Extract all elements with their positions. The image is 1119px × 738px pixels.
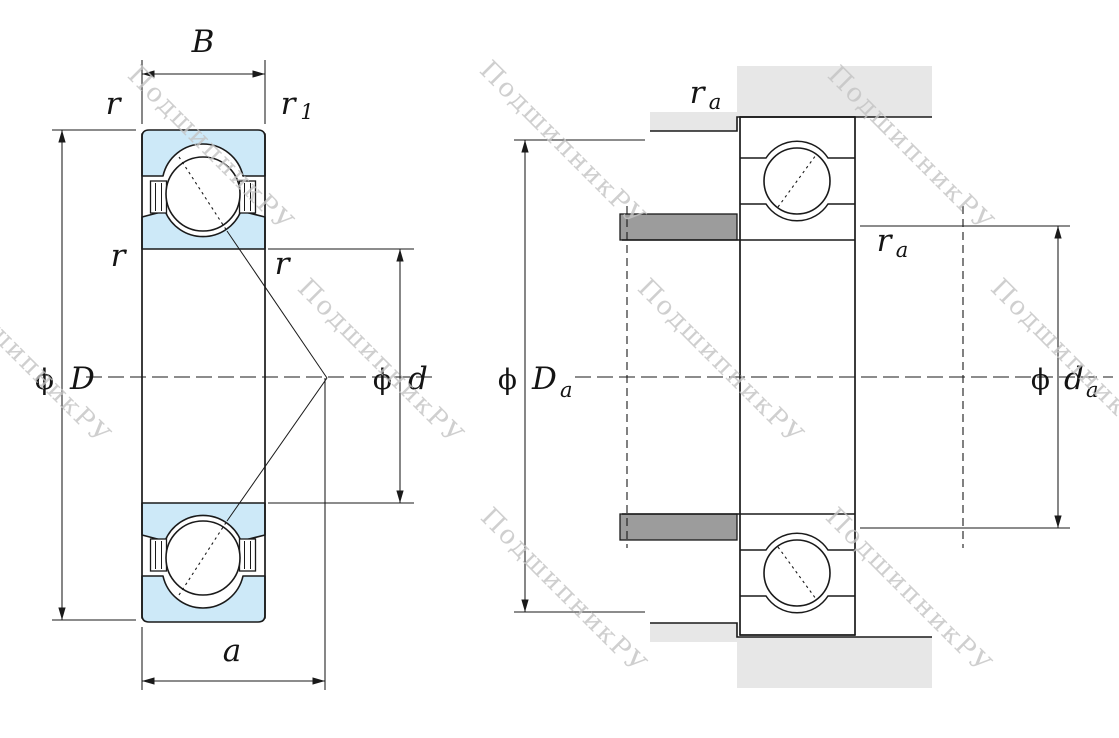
outer-ring-top-section xyxy=(141,129,266,177)
contact-axis-dotted-bottom xyxy=(777,546,817,600)
label-r-top-left: r xyxy=(106,86,123,122)
contact-line-bottom xyxy=(226,377,328,522)
housing-bottom-bore-line xyxy=(650,622,932,638)
label-r-mid-right: r xyxy=(275,246,292,282)
contact-axis-dotted-top xyxy=(777,154,817,208)
label-ra-mid-base: r xyxy=(877,223,894,259)
label-ra-top-base: r xyxy=(690,75,707,111)
dimension-housing-abutment: ϕ D a xyxy=(498,139,645,613)
label-r1-sub: 1 xyxy=(300,100,313,124)
housing-top xyxy=(650,66,932,131)
label-r-mid-left: r xyxy=(111,238,128,274)
watermark-text: ПодшипникРУ xyxy=(291,273,469,451)
watermark-text: ПодшипникРУ xyxy=(0,273,117,451)
watermark-text: ПодшипникРУ xyxy=(631,273,809,451)
dimension-shaft-abutment: ϕ d a xyxy=(860,225,1099,529)
housing-bottom xyxy=(650,623,932,688)
label-d: d xyxy=(408,361,428,397)
label-r1-base: r xyxy=(281,86,298,122)
dimension-B: B xyxy=(141,24,266,124)
label-D: D xyxy=(69,361,95,397)
dimension-bore-diameter: ϕ d xyxy=(268,248,428,504)
right-view-mounting-section: r a r a ϕ D a ϕ d a xyxy=(498,66,1113,688)
dimension-outer-diameter: ϕ D xyxy=(35,129,136,621)
cage-top-left xyxy=(149,180,168,214)
label-phi: ϕ xyxy=(373,363,392,396)
inner-race-top xyxy=(740,203,855,222)
contact-line-top xyxy=(226,230,328,379)
label-Da-base: D xyxy=(531,361,557,397)
outer-race-bottom xyxy=(740,595,855,614)
contact-axis-dotted-bottom xyxy=(178,520,228,596)
inner-race-bottom xyxy=(740,532,855,551)
shaft-shoulder-bottom xyxy=(619,513,738,541)
label-B: B xyxy=(191,24,215,60)
label-phi: ϕ xyxy=(1031,363,1050,396)
outer-ring-bottom-section xyxy=(141,575,266,623)
contact-axis-dotted-top xyxy=(178,156,228,232)
label-ra-mid-sub: a xyxy=(896,238,909,262)
cage-bottom-right xyxy=(238,538,257,572)
label-ra-top-sub: a xyxy=(709,90,722,114)
left-view-bearing-section: B r r 1 r r ϕ D ϕ d a xyxy=(35,24,433,690)
label-phi: ϕ xyxy=(35,363,54,396)
label-da-base: d xyxy=(1064,361,1084,397)
label-Da-sub: a xyxy=(560,378,573,402)
watermark-text: ПодшипникРУ xyxy=(984,273,1119,451)
label-phi: ϕ xyxy=(498,363,517,396)
outer-race-top xyxy=(740,140,855,159)
dimension-pressure-center: a xyxy=(141,378,326,690)
watermark-text: ПодшипникРУ xyxy=(473,55,651,233)
cage-bottom-left xyxy=(149,538,168,572)
label-da-sub: a xyxy=(1086,378,1099,402)
label-a: a xyxy=(223,633,241,669)
